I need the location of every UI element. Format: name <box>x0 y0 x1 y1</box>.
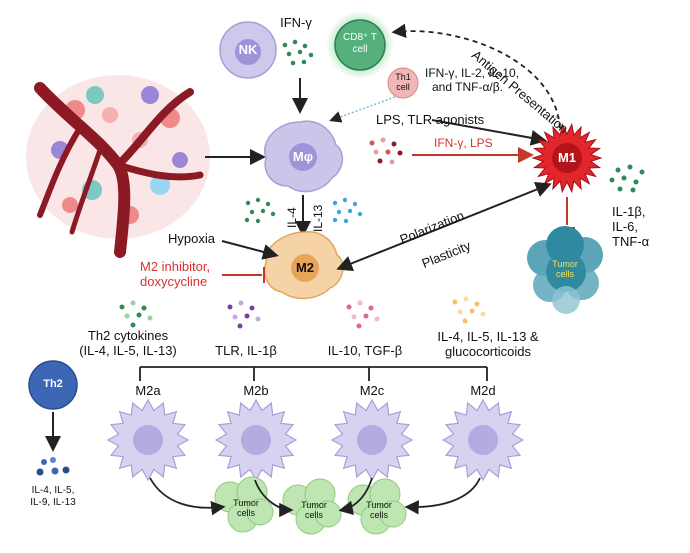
m1-cytokine-3: TNF-α <box>612 234 650 249</box>
subtype-nucleus-m2a <box>133 425 163 455</box>
subtype-nucleus-m2b <box>241 425 271 455</box>
m1-cytokine-2: IL-6, <box>612 219 639 234</box>
subtype-m2c: M2c <box>359 383 385 398</box>
cd8-t-cell <box>326 11 394 79</box>
m1-label: M1 <box>557 150 577 165</box>
m2-label: M2 <box>295 260 315 275</box>
subtype-nucleus-m2c <box>357 425 387 455</box>
ifn-gamma-label: IFN-γ <box>280 15 312 30</box>
m2-inhibitor-line2: doxycycline <box>140 274 208 289</box>
tlr-dots <box>227 300 261 329</box>
tlr-il1b-label: TLR, IL-1β <box>215 343 277 358</box>
blood-vessel <box>34 82 204 258</box>
m1-cytokine-dots <box>609 164 645 193</box>
cd8-label-line1: CD8⁺ T <box>343 32 377 43</box>
ifn-gamma-dots <box>282 39 314 66</box>
th2-cytokine-dots <box>119 300 153 328</box>
nk-cell <box>219 21 277 79</box>
m1-cytokine-1: IL-1β, <box>612 204 646 219</box>
lps-tlr-label: LPS, TLR agonists <box>376 112 485 127</box>
il4-gluco-line1: IL-4, IL-5, IL-13 & <box>437 329 539 344</box>
cd8-label-line2: cell <box>352 44 368 55</box>
il13-label: IL-13 <box>311 204 325 232</box>
tumor-m1-label-line1: Tumor <box>552 259 578 269</box>
th1-cytokines-line2: and TNF-α/β. <box>432 80 503 94</box>
tumor-cluster-blue <box>527 226 603 314</box>
th1-cell <box>387 67 419 99</box>
hypoxia-label: Hypoxia <box>168 231 215 246</box>
m1-macrophage <box>531 122 603 194</box>
ifn-lps-label: IFN-γ, LPS <box>434 136 493 150</box>
m2-macrophage <box>264 231 344 300</box>
mphi-label: Mφ <box>292 149 314 164</box>
subtype-m2d: M2d <box>470 383 496 398</box>
th2-cytokines-line2: (IL-4, IL-5, IL-13) <box>79 343 177 358</box>
m2-inhibitor-line1: M2 inhibitor, <box>140 259 211 274</box>
il4-gluco-line2: glucocorticoids <box>445 344 531 359</box>
macrophage <box>264 120 344 193</box>
il10-tgfb-label: IL-10, TGF-β <box>327 343 403 358</box>
tumor-label-1: Tumor cells <box>233 498 259 519</box>
il13-dots <box>332 197 363 224</box>
subtype-tumor-arrows <box>149 477 481 518</box>
subtype-bracket <box>139 366 488 381</box>
subtype-m2a: M2a <box>135 383 161 398</box>
il4-dots <box>244 197 276 224</box>
th1-label-line2: cell <box>396 82 410 92</box>
th2-cell <box>28 360 78 410</box>
tumor-label-2: Tumor cells <box>301 500 327 521</box>
tumor-m1-label-line2: cells <box>555 269 575 279</box>
il4-gluco-dots <box>452 296 486 324</box>
th2-cytokines-line1: Th2 cytokines <box>87 328 169 343</box>
th1-cytokines-line1: IFN-γ, IL-2, IL-10, <box>425 66 520 80</box>
th2-products-line2: IL-9, IL-13 <box>30 497 76 508</box>
th2-products-line1: IL-4, IL-5, <box>31 485 75 496</box>
tumor-label-3: Tumor cells <box>366 500 392 521</box>
il10-dots <box>346 300 380 329</box>
th1-label-line1: Th1 <box>395 72 411 82</box>
il4-label: IL-4 <box>285 207 299 228</box>
nk-label: NK <box>238 42 258 57</box>
lps-dots <box>369 137 403 165</box>
subtype-m2b: M2b <box>243 383 269 398</box>
th2-label: Th2 <box>43 378 63 390</box>
th2-product-dots <box>36 457 70 476</box>
subtype-nucleus-m2d <box>468 425 498 455</box>
